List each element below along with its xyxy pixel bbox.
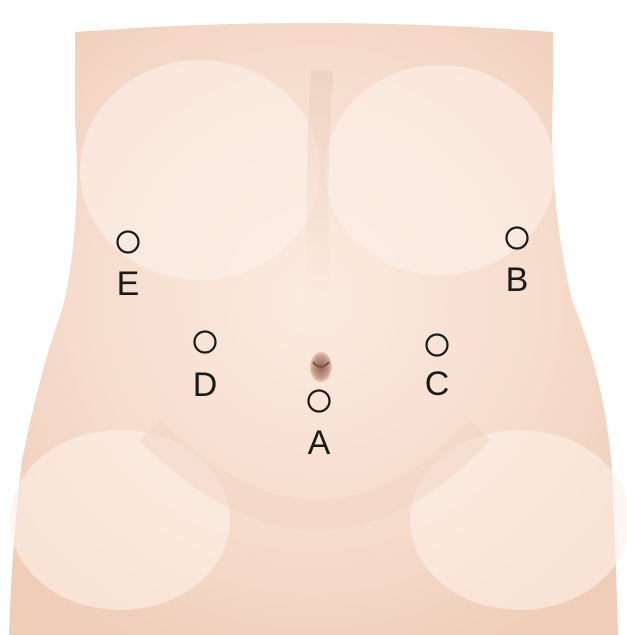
marker-e-label: E [108, 267, 148, 301]
midline-groove [317, 70, 322, 340]
marker-d-label: D [185, 368, 225, 402]
marker-a-label: A [299, 426, 339, 460]
highlight-right [325, 65, 555, 275]
highlight-left [80, 60, 320, 280]
marker-c-label: C [417, 367, 457, 401]
marker-b-label: B [497, 263, 537, 297]
